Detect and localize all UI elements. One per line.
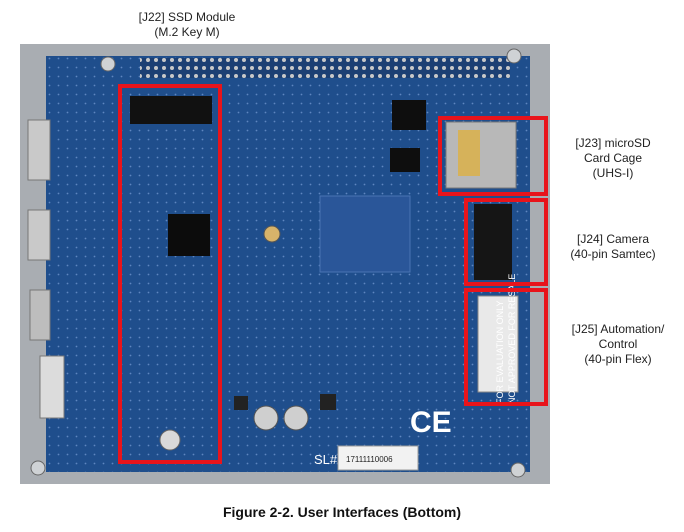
- label-j25-line2: Control: [598, 337, 638, 351]
- label-j23-line1: [J23] microSD: [575, 136, 651, 150]
- figure-caption: Figure 2-2. User Interfaces (Bottom): [222, 504, 462, 520]
- highlight-j22: [118, 84, 222, 464]
- mounting-hole-center: [263, 225, 281, 243]
- standoff-tr: [506, 48, 522, 64]
- ic-top-right: [392, 100, 426, 130]
- serial-number: 17111110006: [346, 455, 393, 464]
- label-j22-line1: [J22] SSD Module: [138, 10, 236, 24]
- label-j25-automation: [J25] Automation/ Control (40-pin Flex): [558, 322, 678, 367]
- left-connector-1: [27, 119, 51, 181]
- label-j25-line3: (40-pin Flex): [584, 352, 652, 366]
- serial-sticker: [337, 445, 419, 471]
- soc-area: [319, 195, 411, 273]
- standoff-br: [510, 462, 526, 478]
- microsd-cage: [445, 121, 517, 189]
- mounting-hole-bottom: [159, 429, 181, 451]
- standoff-bl: [30, 460, 46, 476]
- camera-connector: [474, 204, 512, 280]
- highlight-j23: [438, 116, 548, 196]
- m2-socket: [130, 96, 212, 124]
- pin-header: [140, 58, 510, 78]
- label-j24-line1: [J24] Camera: [576, 232, 650, 246]
- microsd-contacts: [458, 130, 480, 176]
- label-j25-line1: [J25] Automation/: [571, 322, 665, 336]
- label-j24-line2: (40-pin Samtec): [570, 247, 656, 261]
- eval-notice-1: FOR EVALUATION ONLY: [495, 300, 505, 404]
- main-ic: [168, 214, 210, 256]
- serial-prefix: SL#: [314, 452, 338, 467]
- label-j23-line2: Card Cage: [583, 151, 643, 165]
- label-j23-microsd: [J23] microSD Card Cage (UHS-I): [558, 136, 668, 181]
- eval-notice-2: NOT APPROVED FOR RESALE: [507, 274, 517, 404]
- highlight-j25: [464, 288, 548, 406]
- capacitor-2: [283, 405, 309, 431]
- left-connector-4: [39, 355, 65, 419]
- label-j24-camera: [J24] Camera (40-pin Samtec): [558, 232, 668, 262]
- capacitor-1: [253, 405, 279, 431]
- ce-mark: CE: [410, 406, 452, 439]
- ic-right: [390, 148, 420, 172]
- flex-connector: [477, 295, 519, 393]
- standoff-tl: [100, 56, 116, 72]
- highlight-j24: [464, 198, 548, 286]
- label-j22-line2: (M.2 Key M): [154, 25, 220, 39]
- left-connector-2: [27, 209, 51, 261]
- label-j23-line3: (UHS-I): [592, 166, 634, 180]
- label-j22-ssd-module: [J22] SSD Module (M.2 Key M): [112, 10, 262, 40]
- left-connector-3: [29, 289, 51, 341]
